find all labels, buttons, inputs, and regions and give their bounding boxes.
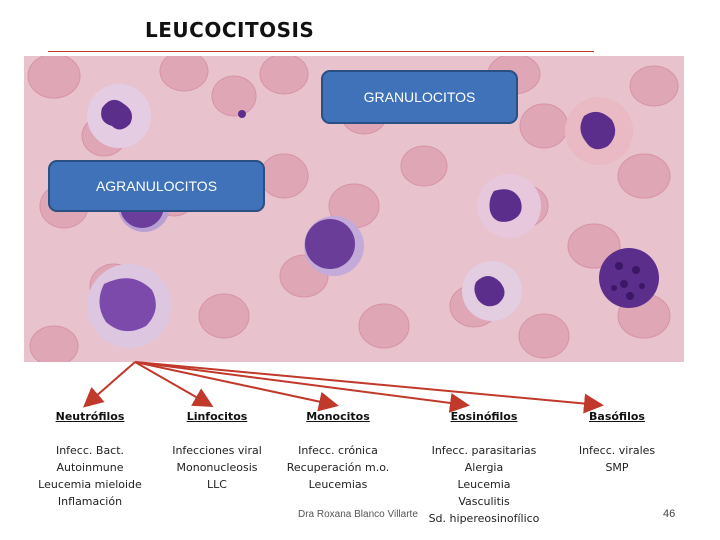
- arrow-linfocitos: [134, 361, 214, 407]
- column-header: Monocitos: [306, 410, 370, 423]
- arrow-basofilos: [134, 361, 604, 414]
- column-basofilos: Basófilos Infecc. virales SMP: [547, 410, 687, 476]
- author-footer: Dra Roxana Blanco Villarte: [298, 509, 418, 520]
- column-line: Infecc. Bact.: [55, 444, 125, 457]
- column-eosinofilos: Eosinófilos Infecc. parasitarias Alergia…: [414, 410, 554, 527]
- column-header: Neutrófilos: [55, 410, 125, 423]
- column-line: Alergia: [464, 461, 504, 474]
- column-neutrofilos: Neutrófilos Infecc. Bact. Autoinmune Leu…: [20, 410, 160, 510]
- column-line: Mononucleosis: [176, 461, 258, 474]
- column-line: Sd. hipereosinofílico: [428, 512, 540, 525]
- column-line: Autoinmune: [56, 461, 124, 474]
- column-line: LLC: [207, 478, 227, 491]
- column-line: Infecc. virales: [578, 444, 656, 457]
- page-number: 46: [663, 508, 676, 520]
- arrow-neutrofilos: [82, 361, 136, 408]
- agranulocitos-callout: AGRANULOCITOS: [48, 160, 265, 212]
- slide-title: LEUCOCITOSIS: [145, 18, 315, 42]
- column-header: Basófilos: [589, 410, 645, 423]
- column-line: Infecc. parasitarias: [431, 444, 537, 457]
- column-header: Linfocitos: [186, 410, 248, 423]
- column-line: Leucemias: [308, 478, 368, 491]
- column-line: Leucemia mieloide: [38, 478, 142, 491]
- column-line: Recuperación m.o.: [286, 461, 390, 474]
- column-line: SMP: [605, 461, 629, 474]
- column-line: Inflamación: [57, 495, 123, 508]
- column-monocitos: Monocitos Infecc. crónica Recuperación m…: [268, 410, 408, 493]
- column-linfocitos: Linfocitos Infecciones viral Mononucleos…: [147, 410, 287, 493]
- granulocitos-callout: GRANULOCITOS: [321, 70, 518, 124]
- column-line: Infecc. crónica: [298, 444, 378, 457]
- arrow-monocitos: [134, 361, 339, 412]
- column-line: Vasculitis: [458, 495, 510, 508]
- title-underline: [48, 51, 594, 52]
- column-line: Infecciones viral: [172, 444, 262, 457]
- column-header: Eosinófilos: [450, 410, 518, 423]
- arrow-eosinofilos: [134, 361, 470, 413]
- column-line: Leucemia: [457, 478, 511, 491]
